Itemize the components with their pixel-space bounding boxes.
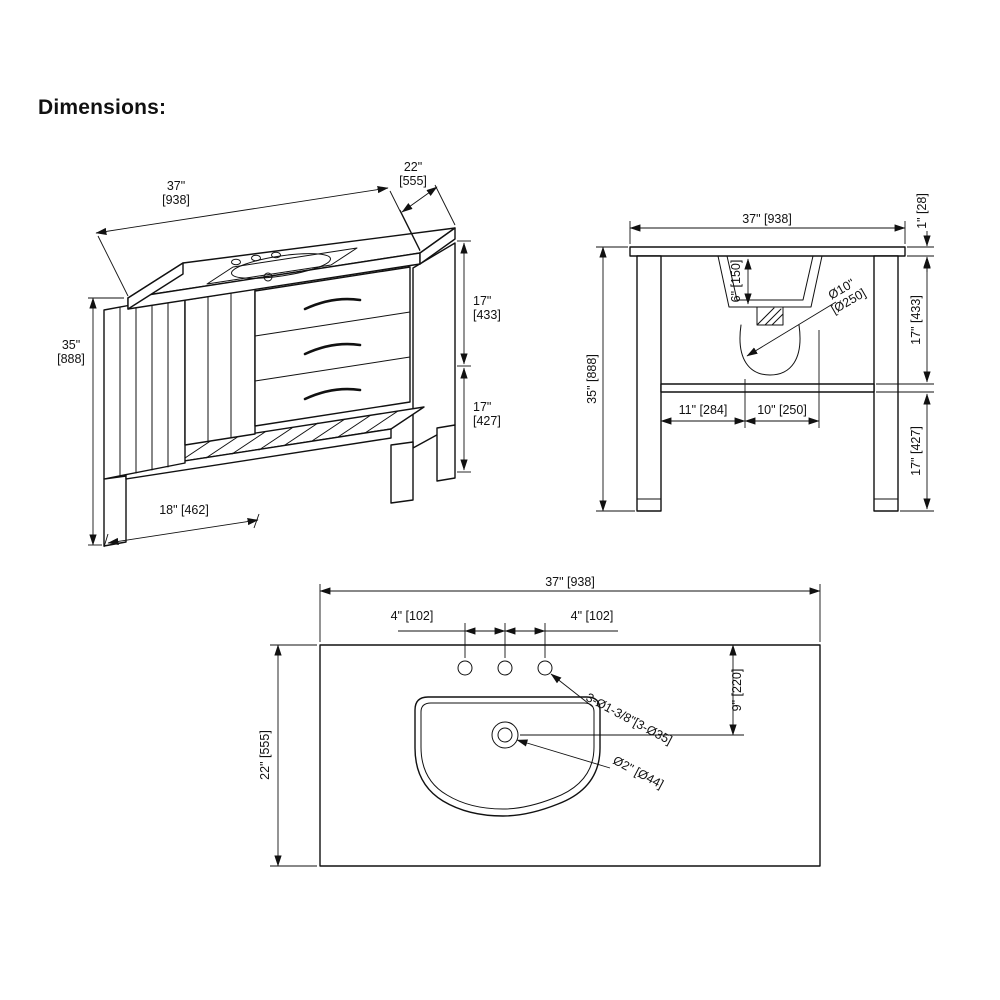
front-right-leg: [390, 441, 414, 504]
iso-height-in: 35": [62, 338, 80, 352]
overflow-hole: [263, 272, 273, 282]
drawer-handle: [303, 387, 362, 401]
page-title: Dimensions:: [38, 96, 167, 119]
iso-shelf-dim: 18" [462]: [159, 503, 209, 517]
right-side-panel: [412, 242, 456, 449]
fe-shelf: [660, 383, 875, 393]
tv-faucet-holes: [457, 660, 553, 676]
tv-dim-depth: 22" [555]: [258, 644, 317, 867]
fe-bowl-dia-callout: Ø10" [Ø250]: [746, 276, 868, 357]
fe-dim-bowl-depth: 6" [150]: [729, 258, 752, 305]
iso-height-mm: [888]: [57, 352, 85, 366]
iso-upper-in: 17": [473, 294, 491, 308]
back-right-leg: [436, 424, 456, 482]
faucet-hole: [537, 660, 553, 676]
faucet-hole: [497, 660, 513, 676]
countertop: [127, 227, 456, 310]
fe-dim-upper-section: 17" [433]: [876, 257, 934, 385]
tv-bowl-center-label: 9" [220]: [730, 669, 744, 712]
iso-dim-depth: 22" [555]: [399, 160, 456, 251]
iso-depth-mm: [555]: [399, 174, 427, 188]
faucet-hole: [231, 258, 241, 266]
fe-height-label: 35" [888]: [585, 354, 599, 404]
tv-hole-spacing-left-label: 4" [102]: [391, 609, 434, 623]
iso-dim-height: 35" [888]: [57, 297, 124, 546]
fe-trap-bend: [739, 324, 801, 376]
top-plan-view: 37" [938] 4" [102] 4" [102] 3-Ø1-3/8"[3-…: [258, 575, 821, 867]
tv-countertop: [319, 644, 821, 867]
tv-dim-width: 37" [938]: [319, 575, 821, 642]
iso-lower-in: 17": [473, 400, 491, 414]
isometric-view: 37" [938] 22" [555] 35" [888]: [57, 160, 501, 548]
fe-drain-body: [756, 306, 784, 326]
sink-basin: [206, 247, 358, 285]
fe-lower-label: 17" [427]: [909, 426, 923, 476]
fe-dim-width: 37" [938]: [629, 212, 906, 244]
tv-depth-label: 22" [555]: [258, 730, 272, 780]
drain-hole-inner: [497, 727, 513, 743]
iso-upper-mm: [433]: [473, 308, 501, 322]
fe-left-leg: [636, 255, 662, 512]
fe-sink-bowl: [717, 255, 823, 376]
tv-dim-bowl-center: 9" [220]: [520, 644, 744, 736]
tv-hole-spacing-right-label: 4" [102]: [571, 609, 614, 623]
faucet-hole: [251, 254, 261, 262]
fe-bowl-depth-label: 6" [150]: [729, 260, 743, 303]
fe-bowl-width-label: 10" [250]: [757, 403, 807, 417]
fe-thickness-label: 1" [28]: [915, 193, 929, 229]
iso-depth-in: 22": [404, 160, 422, 174]
faucet-hole: [271, 251, 281, 259]
left-plank-panel: [103, 294, 186, 480]
fe-dim-total-height: 35" [888]: [585, 246, 635, 512]
fe-dim-counter-thickness: 1" [28]: [907, 193, 934, 272]
iso-width-mm: [938]: [162, 193, 190, 207]
drawer-bank: [254, 266, 411, 427]
iso-dim-lower-section: 17" [427]: [457, 367, 501, 473]
fe-left-offset-label: 11" [284]: [679, 403, 728, 417]
fe-countertop: [629, 246, 906, 257]
fe-dim-bowl-offsets: 11" [284] 10" [250]: [660, 330, 820, 428]
fe-dim-lower-section: 17" [427]: [876, 391, 934, 512]
iso-width-in: 37": [167, 179, 185, 193]
tv-sink-cutout: [414, 696, 601, 817]
drawer-handle: [303, 342, 362, 356]
plank-door: [184, 288, 256, 446]
iso-dim-upper-section: 17" [433]: [457, 240, 501, 367]
iso-dim-shelf: 18" [462]: [103, 503, 260, 548]
fe-width-label: 37" [938]: [742, 212, 792, 226]
drawer-handle: [303, 297, 362, 311]
slatted-shelf: [125, 406, 425, 480]
tv-width-label: 37" [938]: [545, 575, 595, 589]
fe-upper-label: 17" [433]: [909, 295, 923, 345]
drain-hole: [491, 721, 519, 749]
faucet-hole: [457, 660, 473, 676]
tv-dim-hole-spacing: 4" [102] 4" [102]: [391, 609, 618, 658]
front-elevation-view: 37" [938] 1" [28] 6" [150] Ø10" [Ø250]: [585, 193, 934, 512]
iso-lower-mm: [427]: [473, 414, 501, 428]
fe-right-leg: [873, 255, 899, 512]
